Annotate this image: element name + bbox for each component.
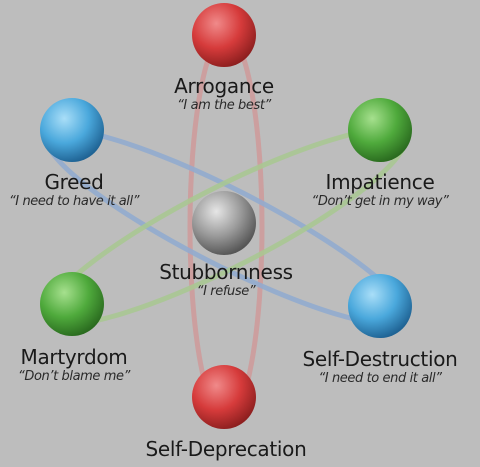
node-name: Arrogance — [174, 74, 274, 98]
node-arrogance — [192, 3, 256, 67]
label-arrogance: Arrogance “I am the best” — [174, 74, 274, 113]
label-impatience: Impatience “Don’t get in my way” — [312, 170, 449, 209]
node-self-destruction — [348, 274, 412, 338]
label-stubbornness: Stubbornness “I refuse” — [159, 260, 293, 299]
node-name: Self-Deprecation — [145, 437, 307, 461]
label-greed: Greed “I need to have it all” — [8, 170, 140, 209]
node-name: Impatience — [325, 170, 435, 194]
node-greed — [40, 98, 104, 162]
node-name: Martyrdom — [20, 345, 128, 369]
node-quote: “I need to have it all” — [8, 194, 140, 209]
node-quote: “Don’t blame me” — [18, 369, 130, 384]
node-quote: “I am the best” — [177, 98, 271, 113]
node-impatience — [348, 98, 412, 162]
node-name: Greed — [44, 170, 104, 194]
node-quote: “I refuse” — [196, 284, 256, 299]
label-self-deprecation: Self-Deprecation — [146, 437, 307, 461]
label-martyrdom: Martyrdom “Don’t blame me” — [18, 345, 130, 384]
node-stubbornness — [192, 191, 256, 255]
node-name: Stubbornness — [159, 260, 293, 284]
node-quote: “Don’t get in my way” — [311, 194, 449, 209]
node-quote: “I need to end it all” — [318, 371, 442, 386]
node-martyrdom — [40, 272, 104, 336]
node-self-deprecation — [192, 365, 256, 429]
label-self-destruction: Self-Destruction “I need to end it all” — [302, 347, 457, 386]
node-name: Self-Destruction — [302, 347, 458, 371]
